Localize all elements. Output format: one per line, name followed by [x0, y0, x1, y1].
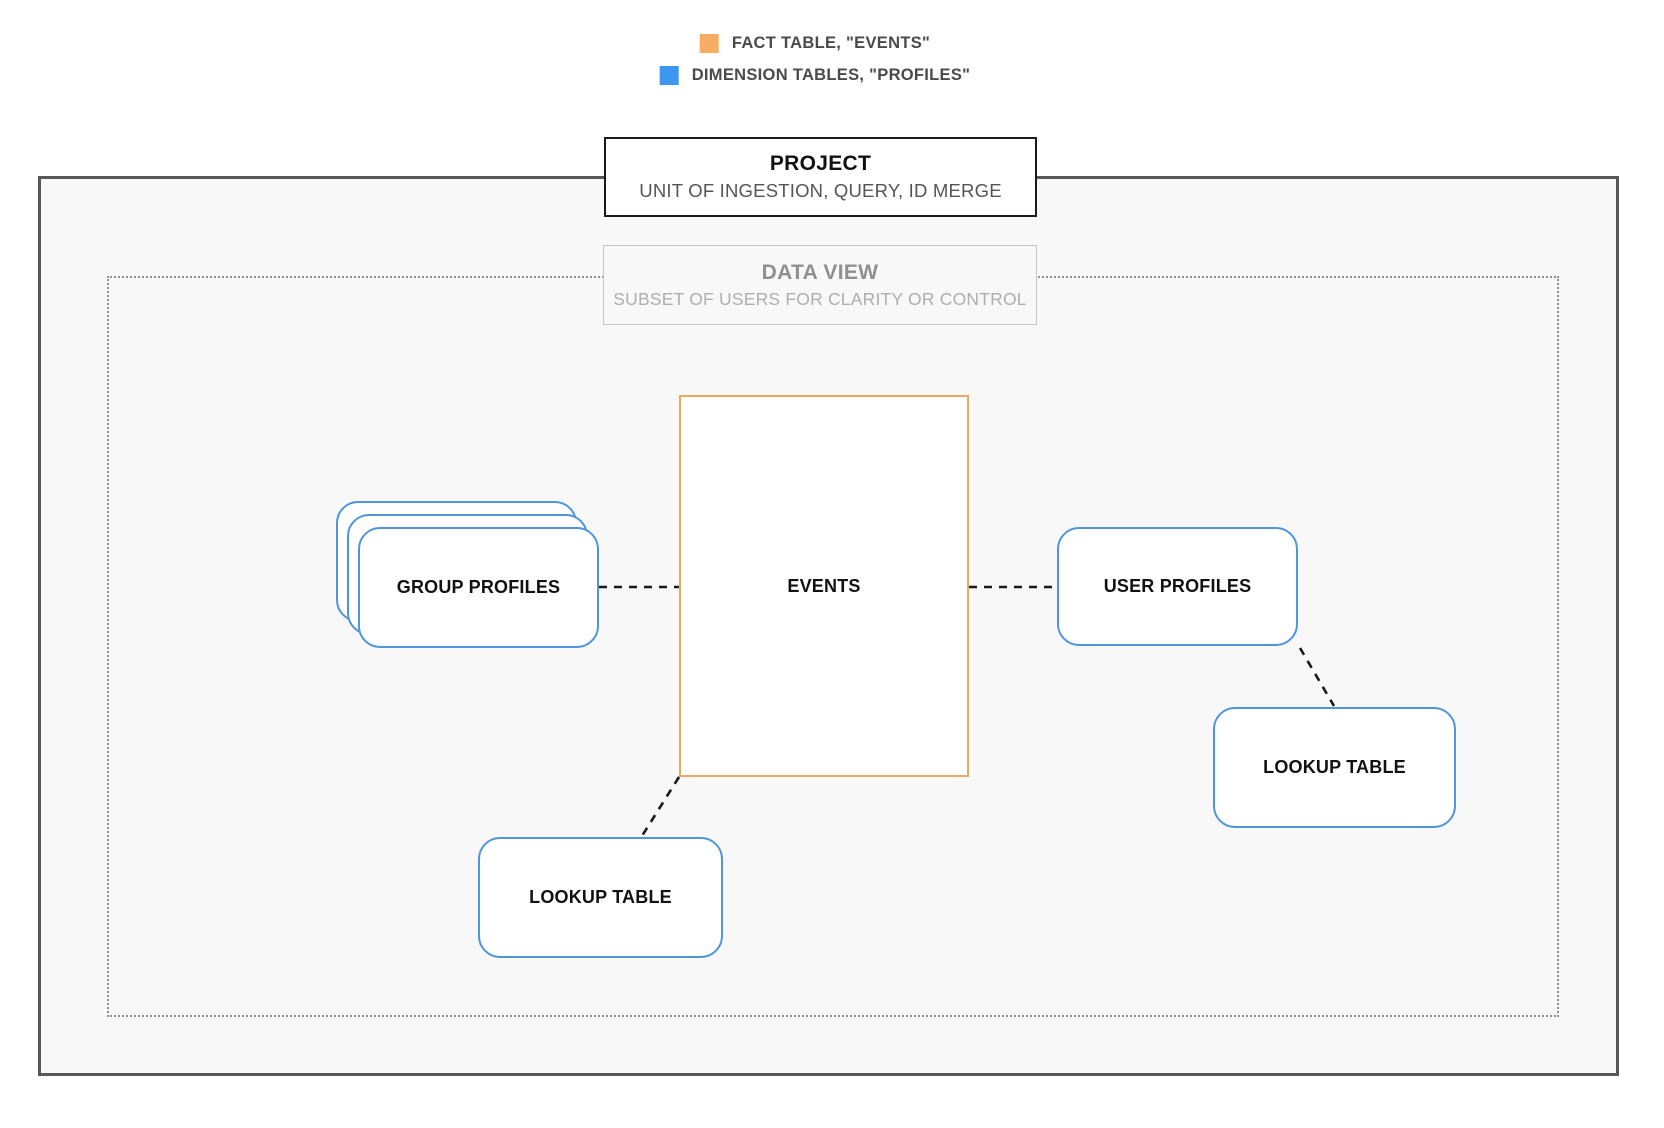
node-user-profiles: USER PROFILES — [1057, 527, 1298, 646]
edge-events-lookup-table — [640, 776, 681, 837]
legend-label-fact-table: FACT TABLE, "EVENTS" — [731, 34, 931, 52]
data-view-subtitle: SUBSET OF USERS FOR CLARITY OR CONTROL — [613, 288, 1027, 309]
node-group-profiles: GROUP PROFILES — [358, 527, 599, 648]
node-group-profiles-stack: GROUP PROFILES — [336, 501, 600, 649]
legend: FACT TABLE, "EVENTS" DIMENSION TABLES, "… — [659, 34, 971, 85]
legend-item-fact-table: FACT TABLE, "EVENTS" — [699, 34, 931, 53]
node-events: EVENTS — [679, 395, 969, 777]
node-lookup-table-right: LOOKUP TABLE — [1213, 707, 1456, 828]
data-view-title: DATA VIEW — [761, 260, 879, 284]
node-lookup-table-right-label: LOOKUP TABLE — [1263, 757, 1406, 777]
project-title: PROJECT — [769, 152, 872, 175]
dimension-tables-swatch-icon — [659, 66, 679, 85]
data-view-label-box: DATA VIEW SUBSET OF USERS FOR CLARITY OR… — [603, 245, 1037, 325]
node-group-profiles-label: GROUP PROFILES — [396, 577, 561, 597]
project-subtitle: UNIT OF INGESTION, QUERY, ID MERGE — [639, 180, 1002, 201]
node-user-profiles-label: USER PROFILES — [1103, 576, 1252, 596]
fact-table-swatch-icon — [699, 34, 719, 53]
node-lookup-table-bottom: LOOKUP TABLE — [478, 837, 723, 958]
node-lookup-table-bottom-label: LOOKUP TABLE — [529, 887, 672, 907]
project-label-box: PROJECT UNIT OF INGESTION, QUERY, ID MER… — [604, 137, 1037, 217]
node-events-label: EVENTS — [787, 575, 861, 596]
edge-user-profiles-lookup-table — [1298, 647, 1336, 707]
legend-label-dimension-tables: DIMENSION TABLES, "PROFILES" — [691, 66, 971, 84]
legend-item-dimension-tables: DIMENSION TABLES, "PROFILES" — [659, 66, 971, 85]
